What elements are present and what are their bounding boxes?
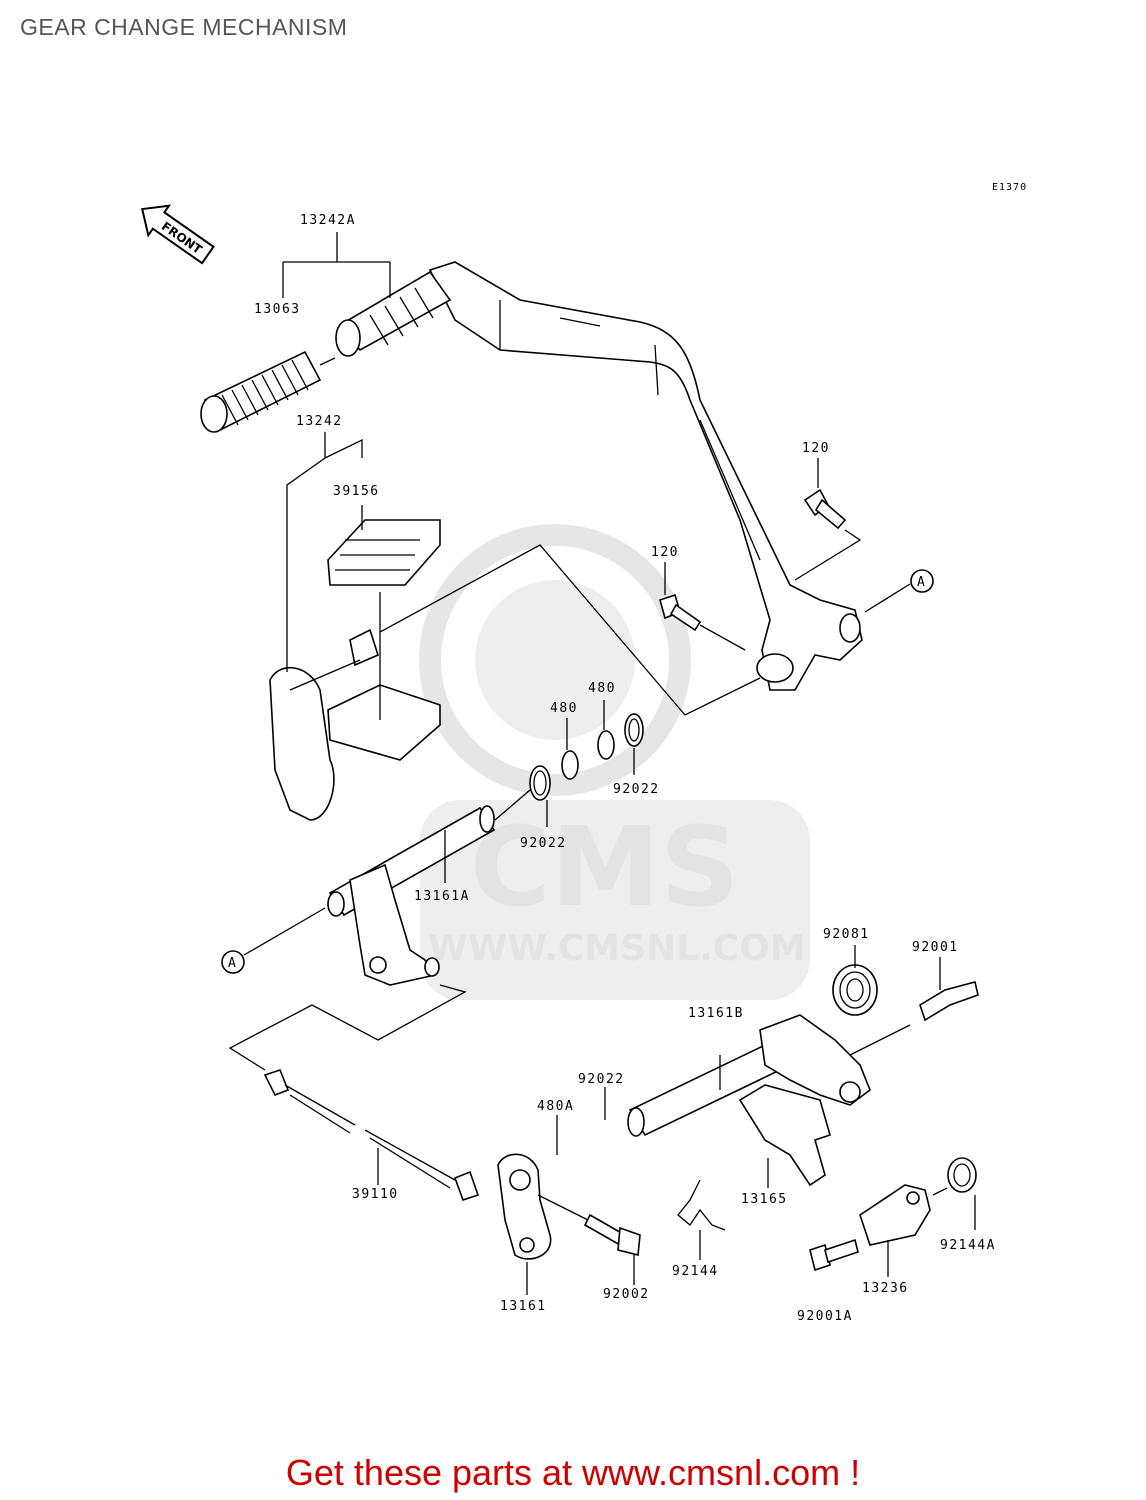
watermark-brand: CMS [470,803,739,931]
callout-92002: 92002 [603,1287,650,1302]
callout-13161b: 13161B [688,1006,744,1021]
leader-lines [228,232,976,1295]
shift-lever [428,261,863,691]
shift-arm-lower [497,1153,552,1260]
link-rod [263,1069,480,1202]
watermark: CMS WWW.CMSNL.COM [419,524,810,1000]
callout-480a: 480A [537,1099,574,1114]
bolt-92002 [583,1213,641,1257]
callout-a-lower: A [228,956,237,971]
callout-13063: 13063 [254,302,301,317]
front-arrow-icon: FRONT [141,204,215,265]
callout-92144a: 92144A [940,1238,996,1253]
ref-marker-a-lower [221,950,245,974]
pedal-pad [327,519,441,586]
bolt-92001a [809,1238,859,1272]
washers [529,713,644,801]
callout-39156: 39156 [333,484,380,499]
rubber-sleeve [200,350,322,433]
callout-13242: 13242 [296,414,343,429]
shift-plate [738,1084,831,1187]
stopper-13236 [859,1184,931,1246]
callout-92022-lower: 92022 [578,1072,625,1087]
pedal-arm [269,628,441,821]
callout-92144: 92144 [672,1264,719,1279]
callout-a-upper: A [917,575,926,590]
ref-marker-a-upper [910,569,934,593]
shift-shaft-a [327,805,496,986]
bolt-120-lower [659,593,702,632]
pin-92001 [919,981,979,1022]
spring-92144 [677,1179,726,1231]
spring-92144a [947,1157,977,1193]
callout-13161a: 13161A [414,889,470,904]
callout-39110: 39110 [352,1187,399,1202]
ref-code: E1370 [992,182,1027,193]
callout-13242a: 13242A [300,213,356,228]
page-title: GEAR CHANGE MECHANISM [20,14,348,40]
callout-13165: 13165 [741,1192,788,1207]
bolt-120-upper [803,488,847,530]
callout-120-lower: 120 [651,545,679,560]
callout-13161: 13161 [500,1299,547,1314]
callout-92001a: 92001A [797,1309,853,1324]
shift-shaft-b [627,1014,871,1137]
watermark-url: WWW.CMSNL.COM [428,928,806,969]
callout-120-upper: 120 [802,441,830,456]
callout-13236: 13236 [862,1281,909,1296]
callout-92081: 92081 [823,927,870,942]
callout-480-left: 480 [550,701,578,716]
footrest-rubber [335,270,452,357]
callout-92001: 92001 [912,940,959,955]
callout-92022-middle: 92022 [520,836,567,851]
callout-480-right: 480 [588,681,616,696]
spring-92081 [832,964,878,1016]
footer-cta-link[interactable]: Get these parts at www.cmsnl.com ! [285,1452,861,1493]
callout-92022-upper: 92022 [613,782,660,797]
